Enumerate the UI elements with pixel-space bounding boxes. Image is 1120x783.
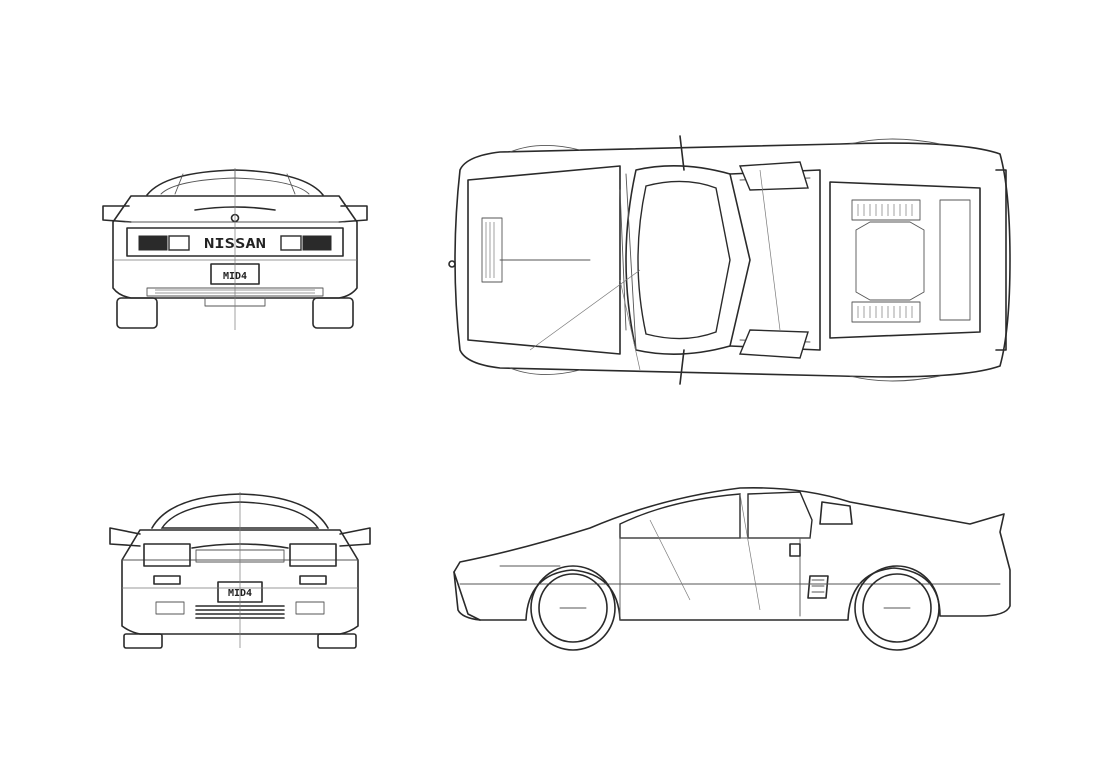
- front-view: MID4: [100, 488, 380, 658]
- rear-view: NISSAN MID4: [95, 160, 375, 340]
- top-view: [440, 130, 1020, 400]
- side-view: [440, 480, 1020, 655]
